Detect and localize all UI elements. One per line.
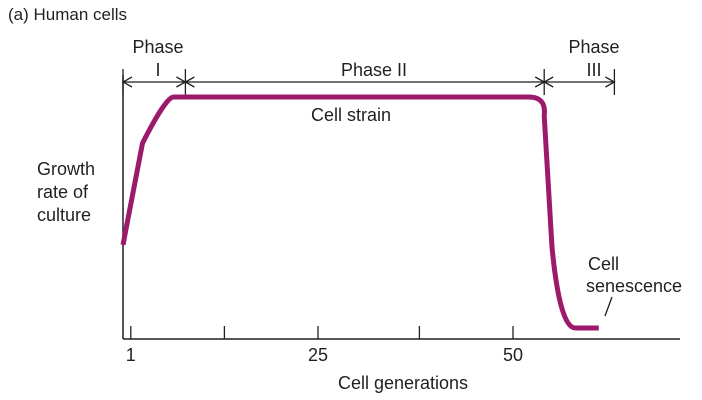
x-tick-label-1: 1 [126,345,136,365]
phase-3-label-line-1: Phase [568,37,619,57]
x-tick-label-50: 50 [503,345,523,365]
y-axis-label-line-3: culture [37,205,91,225]
phase-3-arrow-right [605,76,616,88]
phase-1-label-line-2: I [155,60,160,80]
cell-senescence-leader-line [604,296,613,317]
x-axis-label: Cell generations [338,373,468,393]
phase-brackets [121,69,616,95]
x-tick-label-25: 25 [308,345,328,365]
cell-senescence-annotation-line-2: senescence [586,276,682,296]
cell-senescence-annotation-line-1: Cell [588,254,619,274]
phase-3-arrow-left [542,76,554,88]
phase-3-label-line-2: III [586,60,601,80]
chart-title: (a) Human cells [8,5,127,24]
cell-strain-annotation: Cell strain [311,105,391,125]
growth-curve-line [120,94,599,331]
y-axis-label-line-2: rate of [37,182,89,202]
phase-2-arrow-left [184,76,195,88]
phase-2-label: Phase II [341,60,407,80]
phase-1-label-line-1: Phase [132,37,183,57]
y-axis-label-line-1: Growth [37,159,95,179]
x-axis-ticks: 1 25 50 [126,326,523,365]
phase-1-arrow-left [121,76,133,88]
